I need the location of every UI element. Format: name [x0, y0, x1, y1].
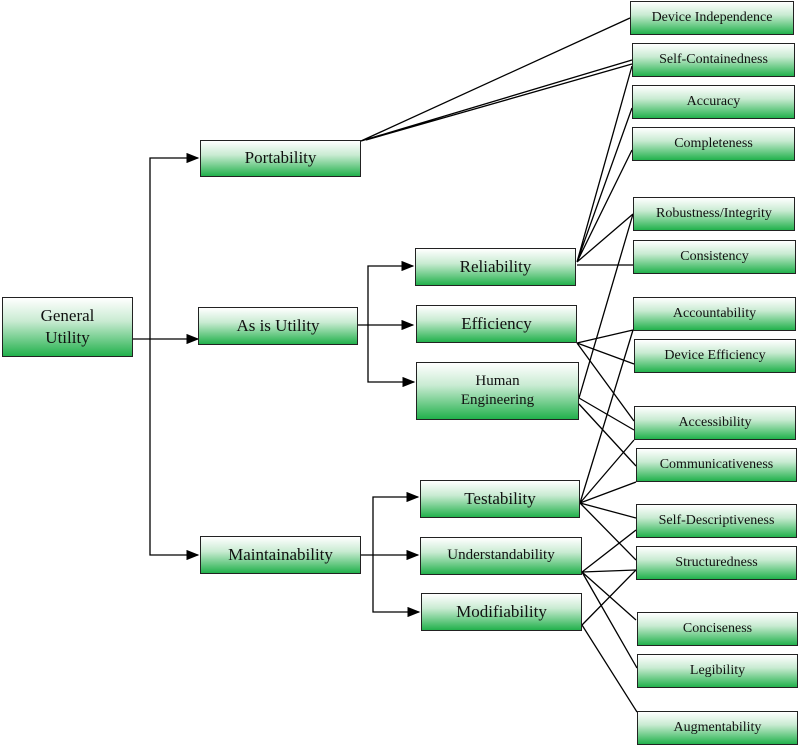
- node-label: Testability: [464, 488, 536, 508]
- node-general-utility: General Utility: [2, 297, 133, 357]
- node-legibility: Legibility: [637, 654, 798, 688]
- node-communicativeness: Communicativeness: [636, 448, 797, 482]
- node-as-is-utility: As is Utility: [198, 307, 358, 345]
- node-modifiability: Modifiability: [421, 593, 582, 631]
- node-label: As is Utility: [236, 315, 320, 335]
- node-self-containedness: Self-Containedness: [632, 43, 795, 77]
- node-device-independence: Device Independence: [630, 1, 794, 35]
- node-label: Maintainability: [228, 544, 333, 564]
- node-label: Structuredness: [675, 554, 758, 570]
- node-label: General Utility: [40, 305, 95, 347]
- node-label: Device Efficiency: [664, 347, 766, 363]
- node-accountability: Accountability: [633, 297, 796, 331]
- node-device-efficiency: Device Efficiency: [634, 339, 796, 373]
- node-label: Completeness: [674, 135, 753, 151]
- node-maintainability: Maintainability: [200, 536, 361, 574]
- node-human-engineering: Human Engineering: [416, 362, 579, 420]
- node-structuredness: Structuredness: [636, 546, 797, 580]
- node-augmentability: Augmentability: [637, 711, 798, 745]
- node-label: Human Engineering: [460, 372, 535, 409]
- node-label: Conciseness: [682, 620, 753, 636]
- node-efficiency: Efficiency: [416, 305, 577, 343]
- node-label: Device Independence: [651, 9, 773, 25]
- node-accessibility: Accessibility: [634, 406, 796, 440]
- node-label: Reliability: [459, 256, 532, 276]
- node-testability: Testability: [420, 480, 580, 518]
- node-label: Communicativeness: [659, 456, 774, 472]
- node-label: Accessibility: [678, 414, 752, 430]
- node-label: Accountability: [672, 305, 757, 321]
- node-label: Efficiency: [461, 313, 532, 333]
- node-accuracy: Accuracy: [632, 85, 795, 119]
- node-portability: Portability: [200, 140, 361, 177]
- node-label: Understandability: [447, 547, 555, 564]
- node-consistency: Consistency: [633, 240, 796, 274]
- node-label: Self-Containedness: [659, 51, 768, 67]
- node-completeness: Completeness: [632, 127, 795, 161]
- node-label: Augmentability: [673, 719, 762, 735]
- node-label: Robustness/Integrity: [656, 205, 772, 221]
- node-label: Legibility: [689, 662, 746, 678]
- node-label: Portability: [244, 148, 317, 168]
- node-label: Consistency: [680, 248, 749, 264]
- node-reliability: Reliability: [415, 248, 576, 286]
- node-label: Accuracy: [686, 93, 741, 109]
- node-robustness-integrity: Robustness/Integrity: [633, 197, 795, 231]
- node-understandability: Understandability: [420, 537, 582, 575]
- node-conciseness: Conciseness: [637, 612, 798, 646]
- node-self-descriptiveness: Self-Descriptiveness: [636, 504, 797, 538]
- node-label: Self-Descriptiveness: [658, 512, 775, 528]
- node-label: Modifiability: [456, 601, 547, 621]
